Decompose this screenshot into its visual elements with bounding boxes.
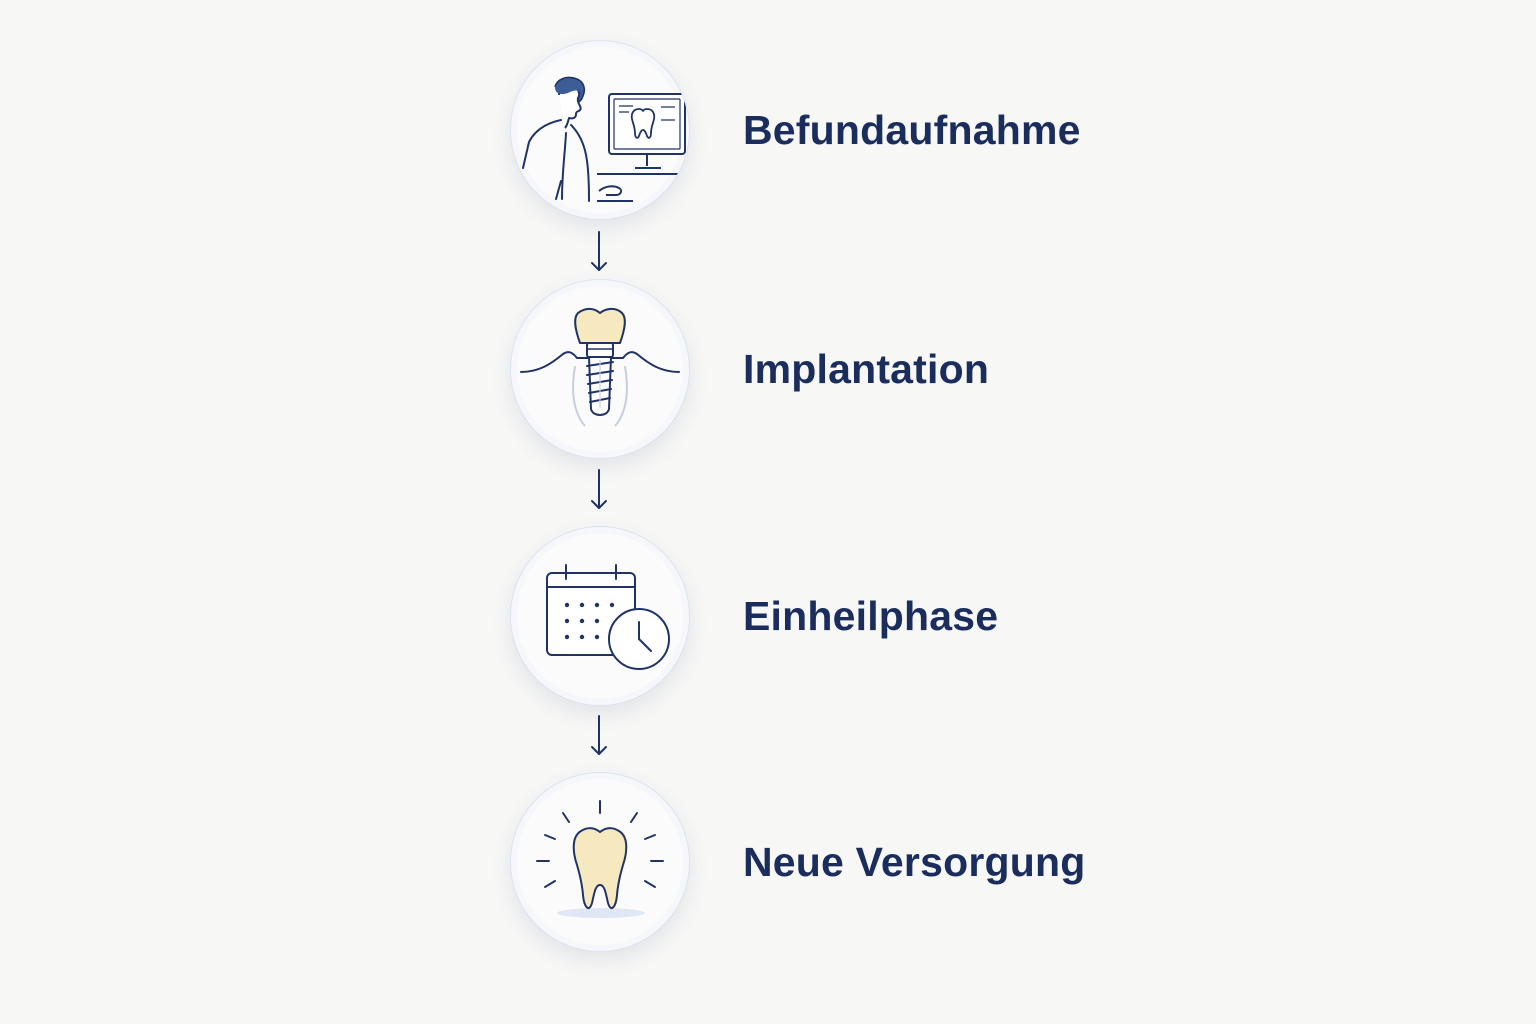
down-arrow-icon bbox=[591, 469, 607, 509]
step-circle bbox=[510, 772, 690, 952]
calendar-clock-icon bbox=[546, 564, 670, 670]
step-circle bbox=[510, 279, 690, 459]
step-label: Implantation bbox=[743, 346, 990, 392]
step-label: Neue Versorgung bbox=[743, 839, 1086, 885]
down-arrow-icon bbox=[591, 231, 607, 271]
shining-tooth-icon bbox=[536, 800, 664, 918]
step-label: Einheilphase bbox=[743, 593, 999, 639]
step-neue-versorgung: Neue Versorgung bbox=[510, 772, 1210, 952]
step-label: Befundaufnahme bbox=[743, 107, 1081, 153]
step-implantation: Implantation bbox=[510, 279, 1210, 459]
dental-implant-icon bbox=[520, 307, 680, 427]
step-circle bbox=[510, 526, 690, 706]
dentist-xray-monitor-icon bbox=[522, 76, 686, 202]
step-circle bbox=[510, 40, 690, 220]
step-einheilphase: Einheilphase bbox=[510, 526, 1210, 706]
down-arrow-icon bbox=[591, 715, 607, 755]
step-befundaufnahme: Befundaufnahme bbox=[510, 40, 1210, 220]
